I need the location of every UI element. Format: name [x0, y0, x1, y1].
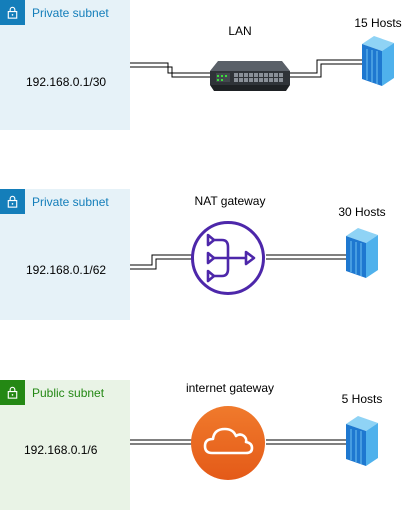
switch-icon[interactable] — [208, 55, 292, 97]
subnet-title: Public subnet — [32, 386, 105, 400]
link-subnet3-igw — [130, 439, 192, 445]
subnet-title: Private subnet — [32, 6, 109, 20]
link-subnet2-nat — [130, 254, 192, 270]
public-subnet-group[interactable]: Public subnet 192.168.0.1/6 — [0, 380, 130, 510]
hosts-label: 30 Hosts — [338, 205, 386, 219]
server-icon[interactable] — [346, 228, 378, 278]
subnet-cidr: 192.168.0.1/30 — [26, 75, 107, 89]
server-icon[interactable] — [346, 416, 378, 466]
nat-gateway-label: NAT gateway — [194, 194, 266, 208]
private-subnet-group-2[interactable]: Private subnet 192.168.0.1/62 — [0, 189, 130, 320]
subnet-cidr: 192.168.0.1/62 — [26, 263, 107, 277]
lan-label: LAN — [228, 24, 252, 38]
link-nat-hosts2 — [266, 254, 348, 260]
hosts-label: 5 Hosts — [341, 392, 383, 406]
subnet-title: Private subnet — [32, 195, 109, 209]
internet-gateway-icon[interactable] — [190, 405, 266, 481]
lock-icon — [0, 380, 25, 405]
lock-icon — [0, 189, 25, 214]
internet-gateway-label: internet gateway — [185, 381, 275, 395]
subnet-cidr: 192.168.0.1/6 — [24, 443, 98, 457]
link-subnet1-switch — [130, 62, 214, 78]
server-icon[interactable] — [362, 36, 394, 86]
hosts-label: 15 Hosts — [354, 16, 402, 30]
private-subnet-group-1[interactable]: Private subnet 192.168.0.1/30 — [0, 0, 130, 130]
link-igw-hosts3 — [266, 439, 348, 445]
nat-gateway-icon[interactable] — [190, 220, 266, 296]
lock-icon — [0, 0, 25, 25]
link-switch-hosts1 — [290, 59, 362, 78]
